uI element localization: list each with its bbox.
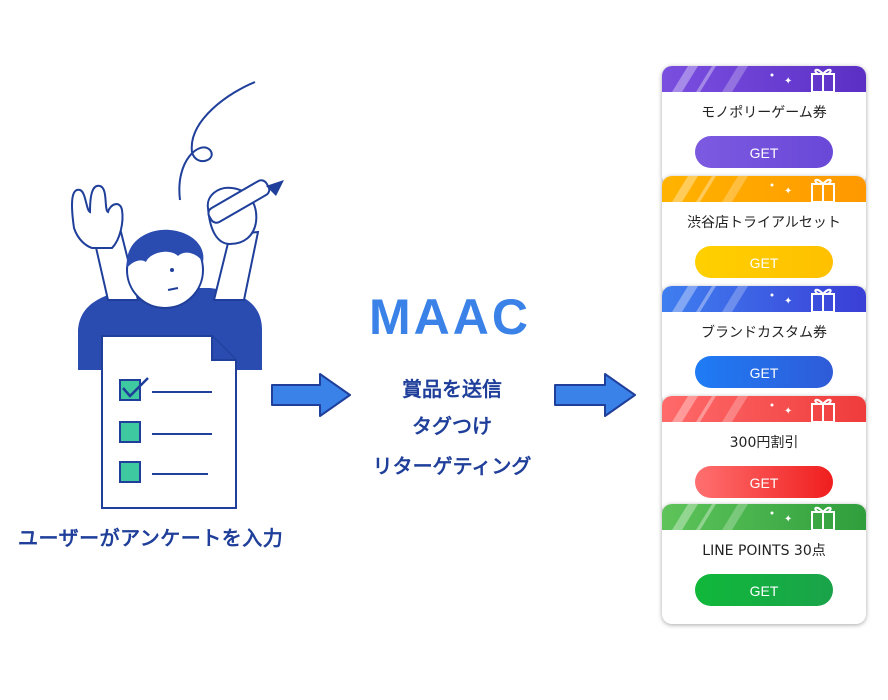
coupon-card: ✦ LINE POINTS 30点 GET [662,504,866,624]
coupon-card: ✦ モノポリーゲーム券 GET [662,66,866,186]
hair [126,229,204,268]
svg-text:✦: ✦ [784,406,792,417]
left-hand [71,184,124,249]
coupon-header-band: ✦ [662,286,866,312]
get-button[interactable]: GET [695,246,833,278]
check-icon [122,377,149,398]
user-survey-illustration [71,81,284,509]
coupon-header-band: ✦ [662,66,866,92]
svg-text:✦: ✦ [784,514,792,525]
coupon-header-band: ✦ [662,504,866,530]
arrow-right-icon [554,373,636,417]
coupon-card: ✦ ブランドカスタム券 GET [662,286,866,406]
feature-retargeting: リターゲティング [372,454,532,478]
feature-send-prize: 賞品を送信 [402,377,502,401]
coupon-name: 300円割引 [729,435,799,451]
gift-icon [811,398,835,422]
coupon-name: モノポリーゲーム券 [701,105,827,121]
get-button[interactable]: GET [695,356,833,388]
survey-caption: ユーザーがアンケートを入力 [18,526,284,550]
svg-text:✦: ✦ [784,296,792,307]
coupon-card: ✦ 渋谷店トライアルセット GET [662,176,866,296]
gift-icon [811,68,835,92]
get-button[interactable]: GET [695,136,833,168]
checkbox-checked [119,379,141,401]
coupon-header-band: ✦ [662,396,866,422]
pencil-icon [207,179,284,224]
checkbox [119,461,141,483]
svg-text:✦: ✦ [784,76,792,87]
scribble-line [178,81,256,201]
gift-icon [811,506,835,530]
coupon-name: ブランドカスタム券 [701,325,827,341]
mouth [167,287,179,291]
eye [170,268,174,272]
get-button[interactable]: GET [695,574,833,606]
coupon-name: LINE POINTS 30点 [702,543,826,559]
checkbox [119,421,141,443]
gift-icon [811,178,835,202]
feature-tagging: タグつけ [412,414,492,438]
coupon-card: ✦ 300円割引 GET [662,396,866,516]
svg-text:✦: ✦ [784,186,792,197]
gift-icon [811,288,835,312]
coupon-header-band: ✦ [662,176,866,202]
brand-logo-text: MAAC [369,289,531,345]
coupon-name: 渋谷店トライアルセット [687,215,841,231]
get-button[interactable]: GET [695,466,833,498]
arrow-right-icon [271,373,351,417]
